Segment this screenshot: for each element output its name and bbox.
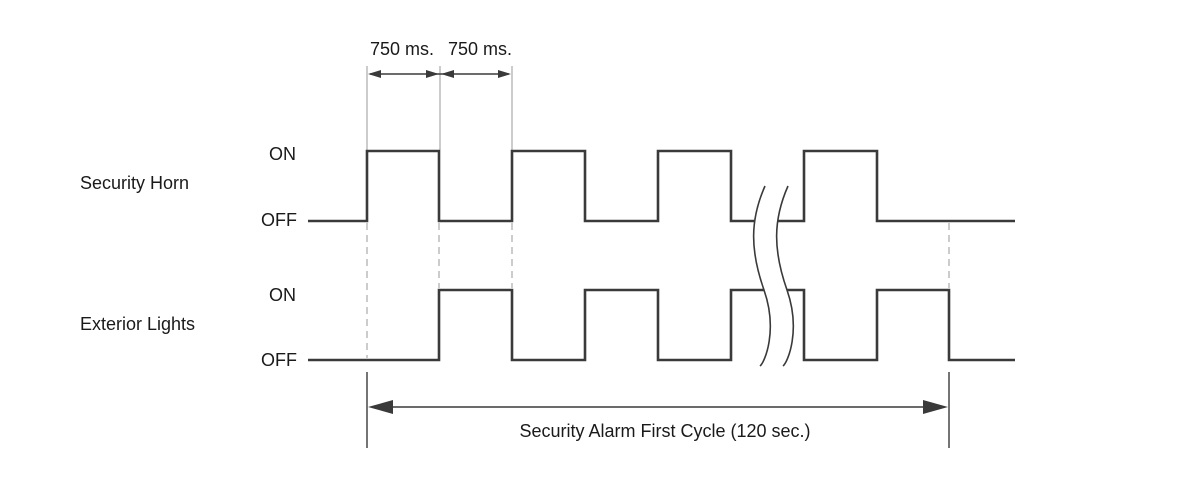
horn-signal: Security Horn ON OFF [80,144,1015,230]
interval-dimension: 750 ms. 750 ms. [366,39,513,150]
interval-arrowhead-2r [498,70,511,78]
cycle-dimension: Security Alarm First Cycle (120 sec.) [366,372,950,448]
lights-off-label: OFF [261,350,297,370]
interval-arrowhead-2l [441,70,454,78]
lights-waveform [308,288,1015,362]
horn-waveform [308,149,1015,223]
time-break-symbol [752,185,795,367]
break-line-right [775,185,795,367]
interval-arrowhead-1l [368,70,381,78]
cycle-label: Security Alarm First Cycle (120 sec.) [519,421,810,441]
lights-signal-name: Exterior Lights [80,314,195,334]
horn-off-label: OFF [261,210,297,230]
cycle-arrowhead-right [923,400,948,414]
lights-on-label: ON [269,285,296,305]
interval-label-2: 750 ms. [448,39,512,59]
interval-label-1: 750 ms. [370,39,434,59]
interval-arrowhead-1r [426,70,439,78]
horn-signal-name: Security Horn [80,173,189,193]
lights-signal: Exterior Lights ON OFF [80,285,1015,370]
alignment-guides [366,223,950,358]
cycle-arrowhead-left [368,400,393,414]
break-gap [753,186,794,366]
horn-on-label: ON [269,144,296,164]
break-line-left [752,185,772,367]
